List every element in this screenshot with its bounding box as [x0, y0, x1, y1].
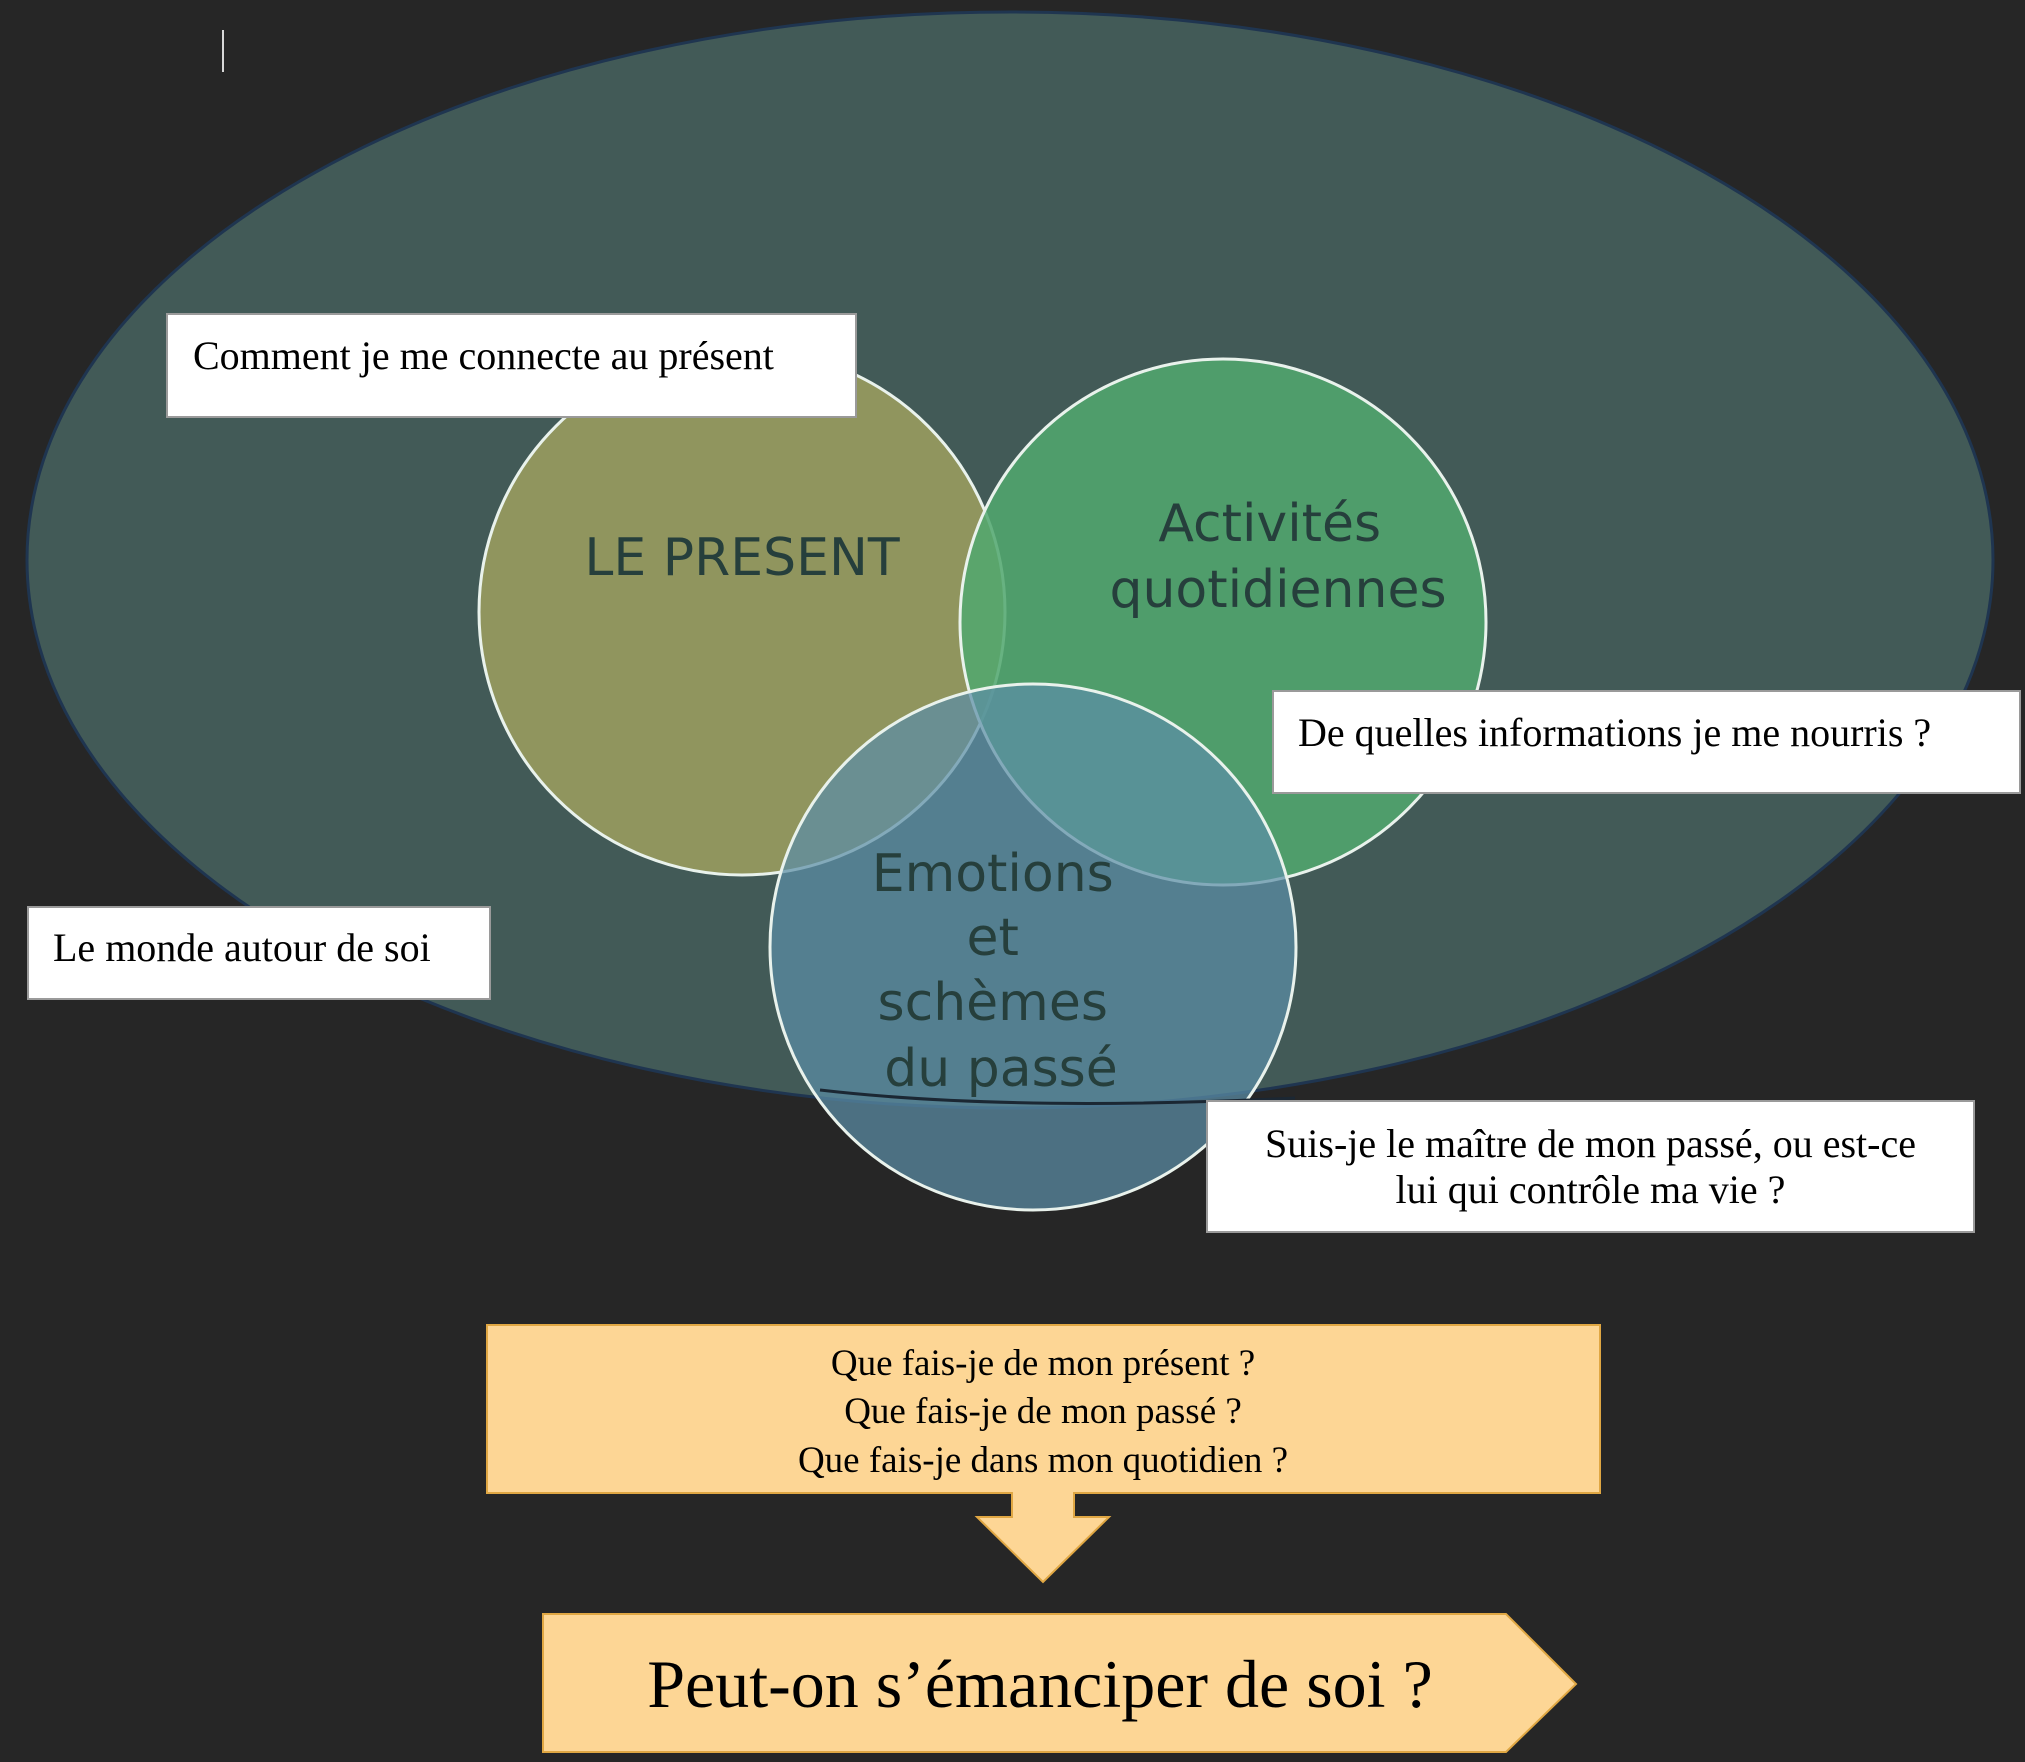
questions-callout: Que fais-je de mon présent ? Que fais-je… [486, 1324, 1601, 1584]
question-line: Que fais-je dans mon quotidien ? [798, 1440, 1288, 1481]
past-label-line: Emotions [872, 844, 1114, 904]
note-information-text: De quelles informations je me nourris ? [1298, 710, 1932, 755]
note-past-line: Suis-je le maître de mon passé, ou est-c… [1265, 1121, 1916, 1166]
past-label-line: du passé [884, 1039, 1118, 1099]
present-circle-label: LE PRESENT [584, 528, 899, 588]
past-circle [768, 682, 1298, 1212]
note-present-text: Comment je me connecte au présent [193, 333, 774, 378]
note-present: Comment je me connecte au présent [166, 313, 857, 418]
note-information: De quelles informations je me nourris ? [1272, 690, 2021, 794]
note-past-line: lui qui contrôle ma vie ? [1395, 1167, 1786, 1212]
activities-label-line: quotidiennes [1109, 560, 1446, 620]
text-cursor [222, 30, 224, 72]
question-line: Que fais-je de mon présent ? [831, 1343, 1255, 1384]
final-question-shape [542, 1613, 1578, 1753]
questions-callout-shape [486, 1324, 1601, 1584]
note-world-text: Le monde autour de soi [53, 925, 431, 970]
final-question-text: Peut-on s’émanciper de soi ? [647, 1646, 1433, 1722]
question-line: Que fais-je de mon passé ? [844, 1391, 1242, 1432]
activities-label-line: Activités [1158, 494, 1381, 554]
venn-diagram [477, 347, 1488, 1212]
final-question-arrow: Peut-on s’émanciper de soi ? [542, 1613, 1578, 1753]
past-circle-label: Emotions et schèmes du passé [872, 844, 1131, 1099]
past-label-line: schèmes [878, 973, 1108, 1033]
activities-circle-label: Activités quotidiennes [1109, 494, 1446, 620]
note-world: Le monde autour de soi [27, 906, 491, 1000]
note-past: Suis-je le maître de mon passé, ou est-c… [1206, 1100, 1975, 1233]
past-label-line: et [967, 908, 1019, 968]
